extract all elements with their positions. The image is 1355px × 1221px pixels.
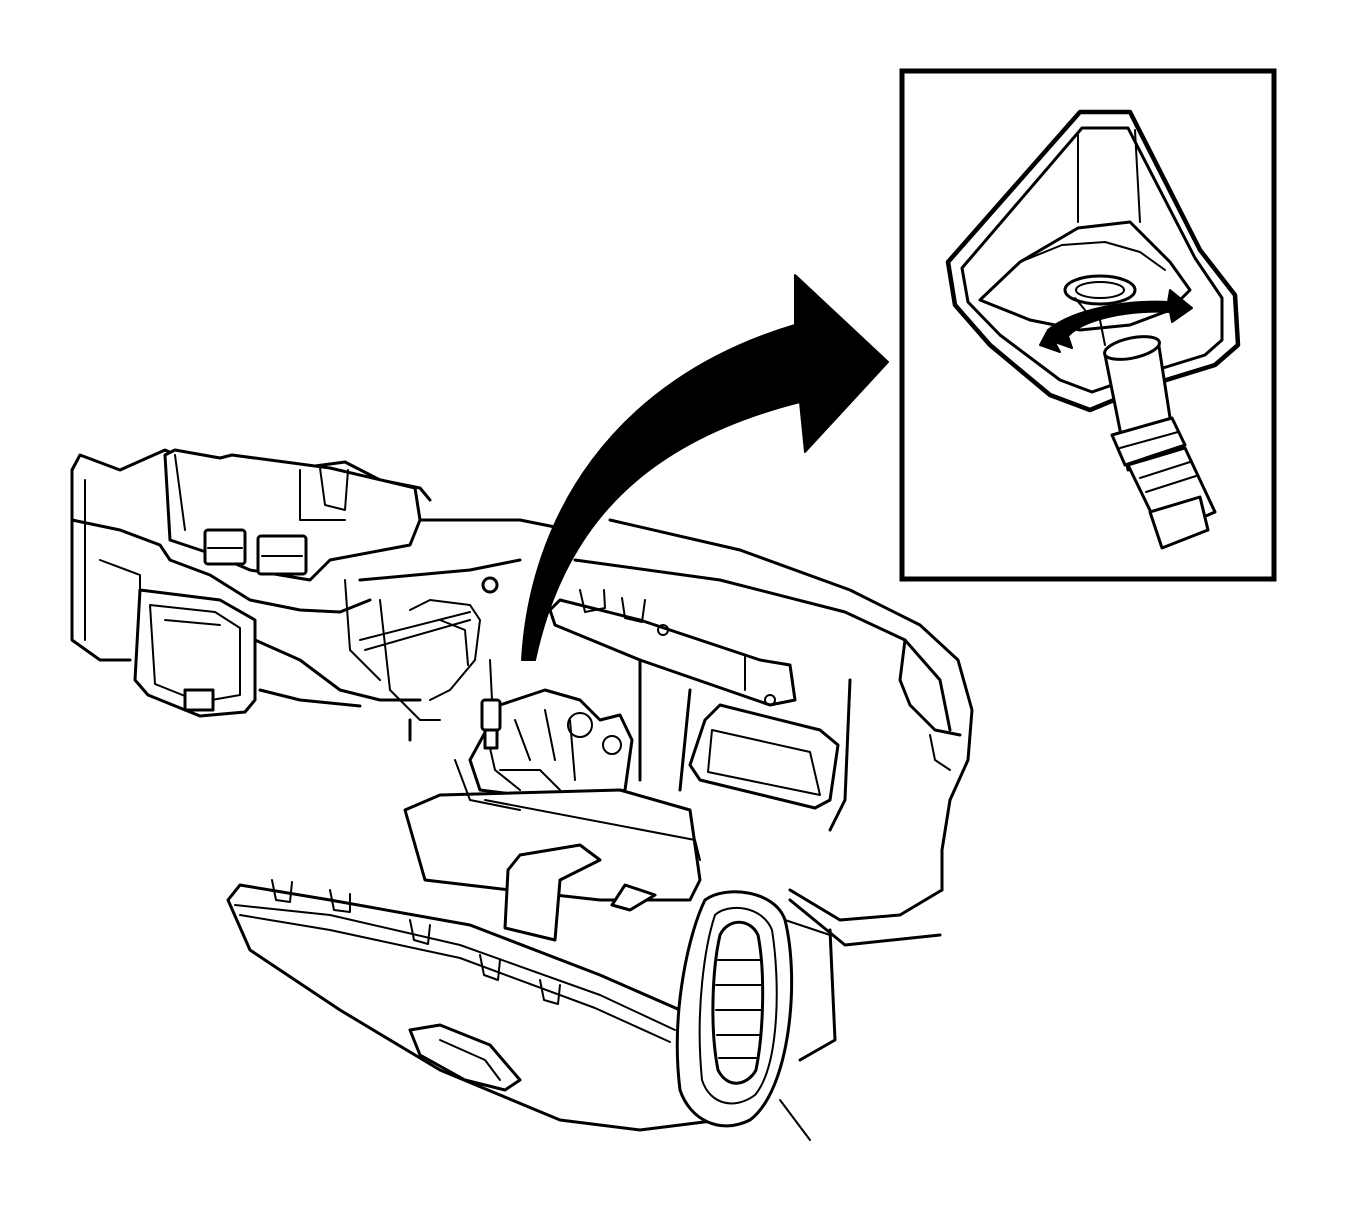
curved-callout-arrow — [521, 274, 889, 661]
inset-lamp-housing — [945, 109, 1241, 413]
side-air-outlet — [675, 890, 836, 1128]
compartment-lamp-socket — [1099, 319, 1217, 550]
detail-inset — [899, 68, 1277, 582]
instrument-panel-glove-box — [226, 518, 974, 1141]
lamp-socket-in-place — [454, 659, 521, 811]
hvac-module-housing — [70, 448, 572, 742]
duct-clip — [183, 688, 215, 712]
twist-direction-arrow — [1039, 289, 1193, 353]
inset-frame — [899, 68, 1277, 582]
